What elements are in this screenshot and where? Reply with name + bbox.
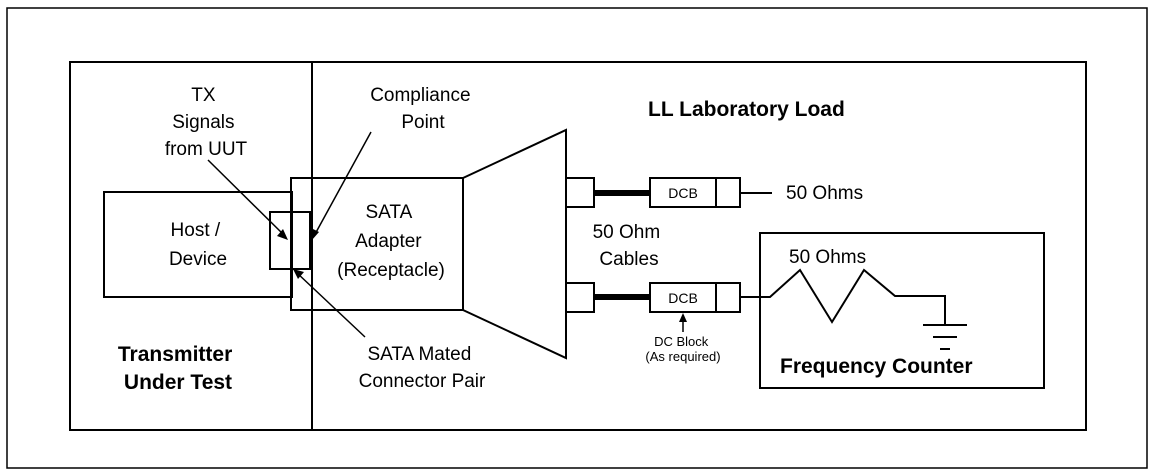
sata-adapter-line-2: Adapter — [355, 231, 422, 252]
dc-block-line-1: DC Block — [654, 334, 709, 349]
fifty-ohms-top-label: 50 Ohms — [786, 183, 863, 204]
dcb-bottom-label: DCB — [668, 290, 698, 306]
frequency-counter-box — [759, 232, 1045, 389]
diagram-box — [69, 61, 1087, 431]
sata-mated-arrow — [295, 271, 366, 338]
tx-signals-line-1: TX — [191, 85, 216, 106]
compliance-point-label: Compliance Point — [370, 85, 476, 133]
dc-block-arrowhead — [679, 313, 687, 322]
transmitter-line-1: Transmitter — [118, 343, 232, 366]
sata-mated-label: SATA Mated Connector Pair — [359, 344, 486, 392]
transmitter-line-2: Under Test — [124, 371, 232, 394]
sata-mated-line-2: Connector Pair — [359, 371, 486, 392]
fifty-ohms-resistor-label: 50 Ohms — [789, 247, 866, 268]
fifty-ohm-cables-label: 50 Ohm Cables — [593, 222, 666, 270]
compliance-line-2: Point — [401, 112, 445, 133]
compliance-line-1: Compliance — [370, 85, 470, 106]
tx-signals-line-3: from UUT — [165, 139, 248, 160]
adapter-trapezoid — [462, 128, 567, 360]
sata-adapter-label: SATA Adapter (Receptacle) — [337, 202, 445, 281]
tx-signals-arrow — [207, 159, 286, 237]
resistor-symbol — [740, 268, 946, 324]
compliance-arrow — [313, 131, 372, 237]
dc-block-line-2: (As required) — [645, 349, 720, 364]
tx-signals-line-2: Signals — [172, 112, 234, 133]
host-device-line-2: Device — [169, 249, 227, 270]
tx-signals-arrowhead — [277, 229, 288, 240]
host-device-label: Host / Device — [169, 220, 227, 270]
cables-line-1: 50 Ohm — [593, 222, 661, 243]
dc-block-label: DC Block (As required) — [645, 334, 720, 364]
sata-mated-line-1: SATA Mated — [367, 344, 471, 365]
sata-adapter-line-3: (Receptacle) — [337, 260, 445, 281]
outer-frame — [6, 7, 1148, 469]
frequency-counter-label: Frequency Counter — [780, 355, 973, 378]
sata-adapter-line-1: SATA — [365, 202, 412, 223]
tx-signals-label: TX Signals from UUT — [165, 85, 248, 160]
host-device-line-1: Host / — [171, 220, 221, 241]
transmitter-under-test-label: Transmitter Under Test — [118, 343, 238, 394]
lab-load-title: LL Laboratory Load — [648, 98, 845, 121]
dcb-top-label: DCB — [668, 185, 698, 201]
sata-mated-arrowhead — [293, 269, 304, 279]
cables-line-2: Cables — [599, 249, 658, 270]
compliance-arrowhead — [311, 228, 319, 240]
